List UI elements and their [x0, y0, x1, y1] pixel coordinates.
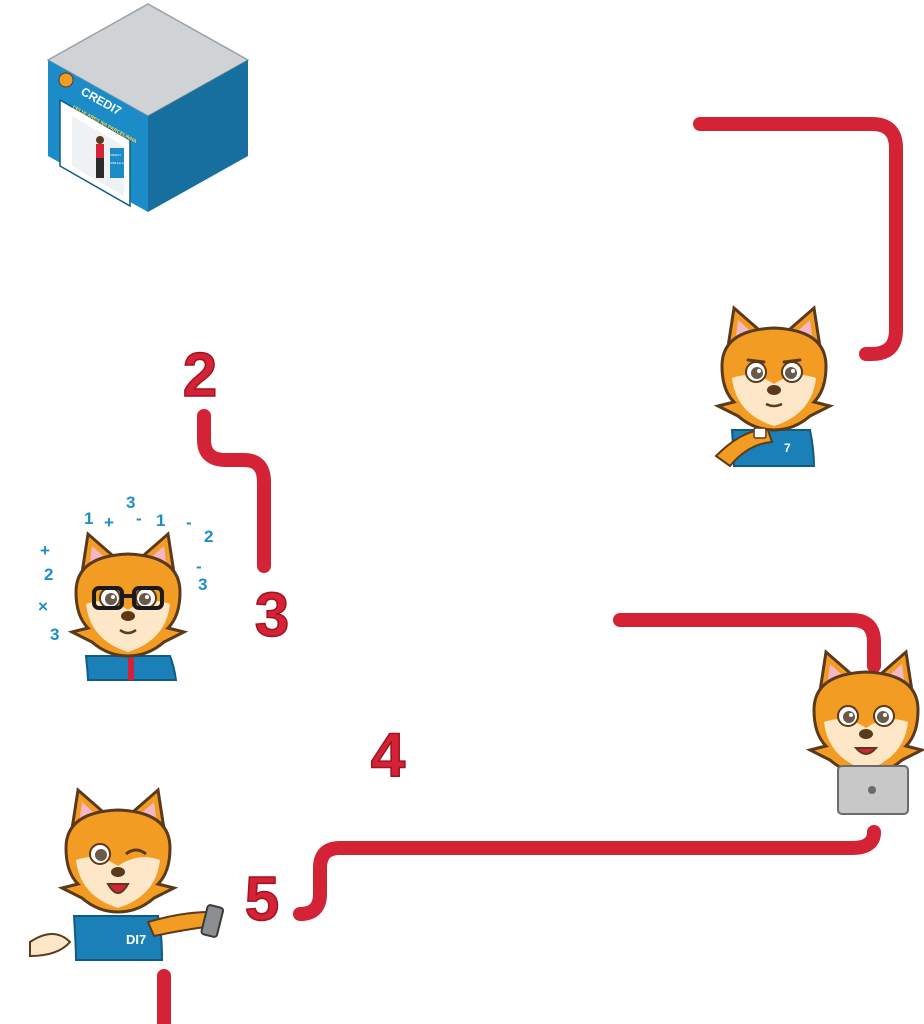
math-symbol: 3 [50, 625, 59, 644]
fox-shirt-logo: 7 [784, 441, 791, 455]
fox-shirt-logo-partial: DI7 [126, 932, 146, 947]
math-symbol: - [186, 513, 192, 532]
math-symbol: 1 [156, 511, 165, 530]
track-segment-3 [613, 613, 881, 673]
fox-laptop-character [808, 650, 924, 815]
store-fox-logo-icon [58, 72, 74, 88]
step-number-4: 4 [371, 721, 406, 790]
store-customer-figure [96, 136, 104, 178]
smartphone-icon [200, 904, 224, 938]
store-building: CREDI7 CELULARES NA PARCELINHA CREDI7 SI… [46, 3, 250, 212]
math-symbol: × [38, 597, 48, 616]
fox-winking-character: DI7 [29, 788, 224, 961]
math-symbol: + [104, 513, 114, 532]
phone-icon [753, 427, 767, 439]
math-symbol: 2 [204, 527, 213, 546]
track-segment-4 [293, 825, 881, 921]
math-symbol: - [196, 557, 202, 576]
fox-thinking-character: 7 [714, 306, 832, 468]
track-segment-2 [197, 409, 271, 573]
step-number-3: 3 [255, 581, 289, 650]
laptop-icon [837, 765, 909, 815]
kiosk-screen-text: SIMULE AQUI [110, 161, 129, 165]
math-symbol: 1 [84, 509, 93, 528]
math-symbols: 1 + 3 - 1 - 2 + 2 × 3 - 3 [38, 493, 213, 644]
track-segment-1 [693, 117, 903, 361]
glasses-icon [92, 586, 164, 610]
math-symbol: 3 [126, 493, 135, 512]
store-kiosk: CREDI7 SIMULE AQUI [110, 148, 129, 178]
math-symbol: 3 [198, 575, 207, 594]
step-number-2: 2 [183, 341, 217, 410]
tie-icon [128, 658, 134, 680]
fox-tail [29, 933, 72, 958]
math-symbol: - [136, 509, 142, 528]
math-symbol: + [40, 541, 50, 560]
step-number-5: 5 [245, 865, 279, 934]
kiosk-badge: CREDI7 [110, 153, 121, 157]
fox-calculating-character [70, 532, 186, 681]
math-symbol: 2 [44, 565, 53, 584]
